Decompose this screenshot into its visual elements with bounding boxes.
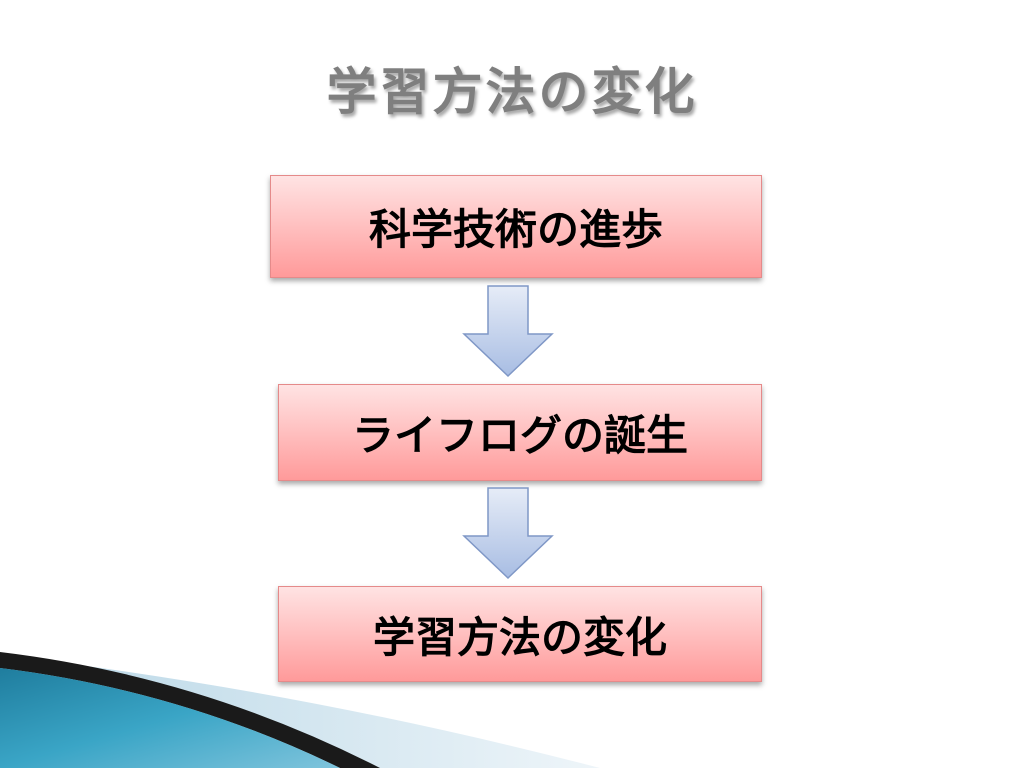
- flow-step-label: 科学技術の進歩: [368, 205, 663, 254]
- flow-step-box: 学習方法の変化: [278, 586, 762, 682]
- slide-title: 学習方法の変化: [326, 63, 698, 121]
- flow-step-label: 学習方法の変化: [372, 612, 667, 662]
- flow-step-label: ライフログの誕生: [351, 411, 688, 460]
- swoosh-teal-band: [0, 668, 340, 768]
- flow-step-box: 科学技術の進歩: [270, 175, 762, 278]
- down-arrow-icon: [462, 487, 554, 580]
- down-arrow-icon: [462, 285, 554, 378]
- flow-step-box: ライフログの誕生: [278, 384, 762, 481]
